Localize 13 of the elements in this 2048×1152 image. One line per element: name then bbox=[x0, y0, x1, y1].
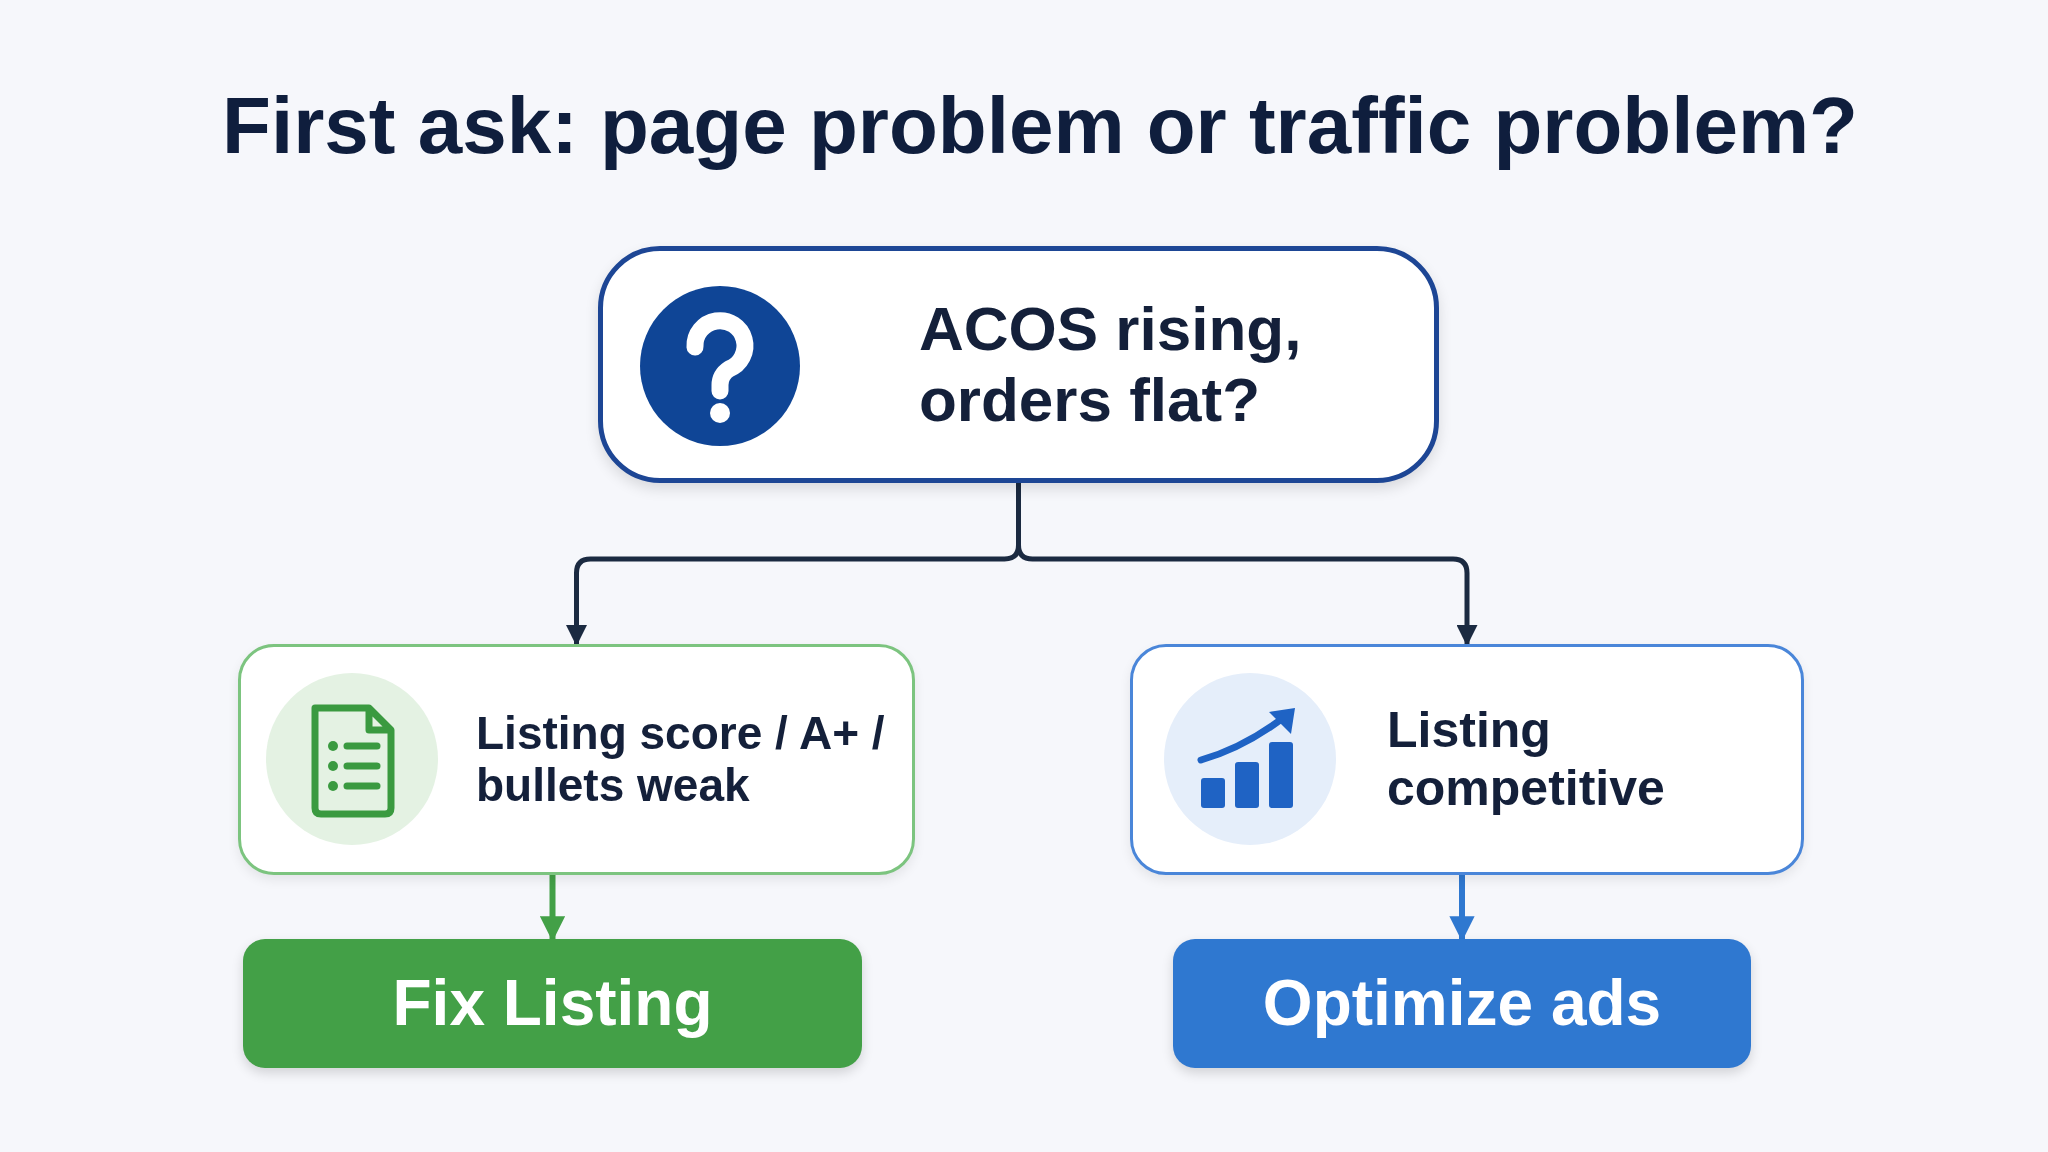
arrow bbox=[1449, 875, 1475, 942]
diagram-title: First ask: page problem or traffic problem? bbox=[221, 80, 1859, 172]
question-box bbox=[598, 246, 1439, 483]
condition-box bbox=[1130, 644, 1804, 875]
action-box bbox=[1173, 939, 1751, 1068]
action-box bbox=[243, 939, 862, 1068]
condition-text: ACOS rising, orders flat? bbox=[919, 293, 1303, 436]
action-label: Fix Listing bbox=[391, 966, 714, 1041]
condition-text: Listing score / A+ / bullets weak bbox=[476, 706, 886, 813]
arrow bbox=[539, 875, 566, 942]
condition-text: Listing competitive bbox=[1387, 702, 1666, 817]
condition-box bbox=[238, 644, 915, 875]
action-label: Optimize ads bbox=[1261, 966, 1663, 1041]
